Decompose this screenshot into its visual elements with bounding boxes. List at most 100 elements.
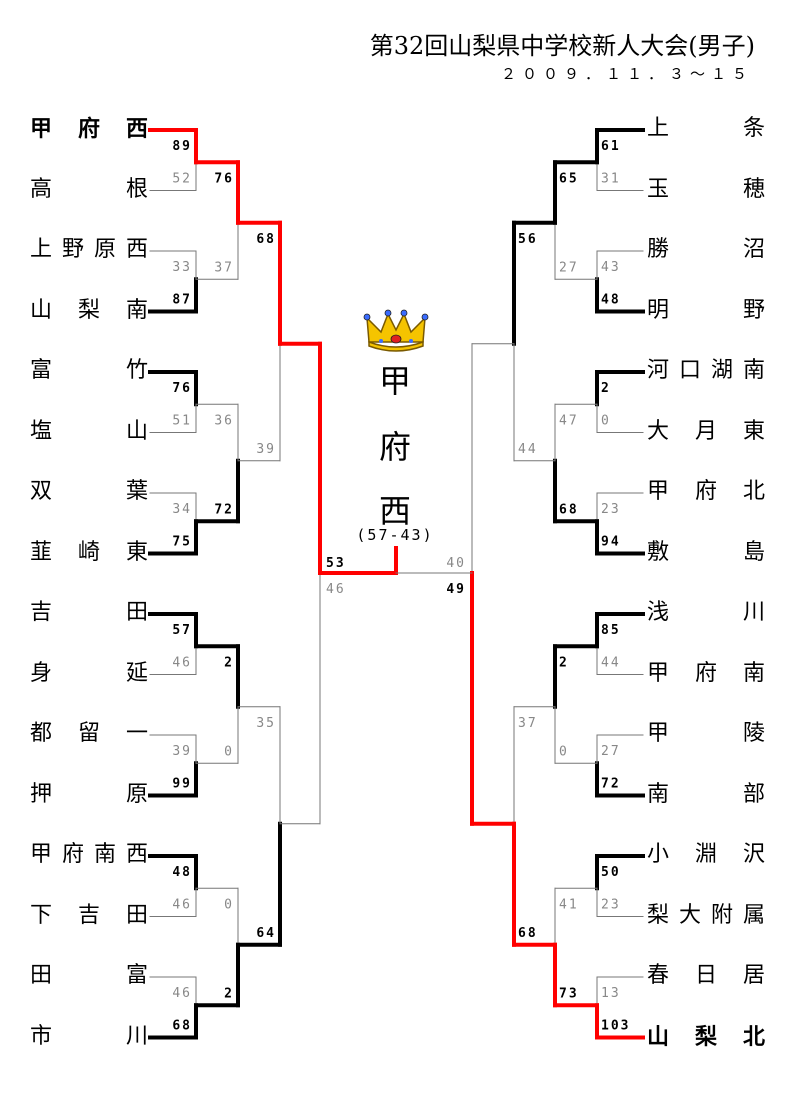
- right-team-15: 春日居: [647, 963, 765, 988]
- right-r1-m7-loser-score: 13: [601, 986, 621, 1001]
- left-r1-m4-winner-score: 57: [172, 623, 192, 638]
- left-team-8: 韮崎東: [30, 539, 148, 565]
- right-r2-m2-winner-score: 2: [559, 655, 569, 670]
- right-r1-m3-winner-score: 94: [601, 535, 621, 550]
- left-r1-m3-loser-score: 34: [172, 502, 192, 517]
- right-team-3: 勝沼: [647, 237, 765, 262]
- left-r1-m0-loser-score: 52: [172, 172, 192, 187]
- right-semi-loser-score: 40: [446, 556, 466, 571]
- left-team-6: 塩山: [30, 418, 148, 444]
- left-team-13: 甲府南西: [30, 842, 148, 867]
- tournament-date: ２００９．１１．３～１５: [500, 65, 753, 83]
- left-semi-winner-score: 53: [326, 556, 346, 571]
- right-team-13: 小淵沢: [647, 842, 765, 867]
- left-team-14: 下吉田: [30, 902, 148, 928]
- left-r2-m2-loser-score: 0: [224, 744, 234, 759]
- crown-icon: [363, 309, 429, 352]
- right-r1-m3-loser-score: 23: [601, 502, 621, 517]
- left-team-2: 高根: [30, 176, 148, 202]
- right-team-8: 敷島: [647, 539, 765, 565]
- right-r1-m6-loser-score: 23: [601, 898, 621, 913]
- right-r2-m0-loser-score: 27: [559, 260, 579, 275]
- left-team-7: 双葉: [30, 479, 148, 504]
- right-r1-m2-winner-score: 2: [601, 381, 611, 396]
- right-r1-m4-winner-score: 85: [601, 623, 621, 638]
- right-r3-m0-loser-score: 44: [518, 442, 538, 457]
- right-team-5: 河口湖南: [647, 358, 765, 383]
- left-r3-m0-loser-score: 39: [256, 442, 276, 457]
- right-team-14: 梨大附属: [647, 902, 765, 928]
- right-team-11: 甲陵: [647, 721, 765, 746]
- left-r1-m5-winner-score: 99: [172, 777, 192, 792]
- right-r1-m7-winner-score: 103: [601, 1019, 630, 1034]
- champion-char-2: 府: [378, 428, 411, 466]
- right-team-2: 玉穂: [647, 176, 765, 202]
- left-r1-m1-winner-score: 87: [172, 293, 192, 308]
- right-r2-m0-winner-score: 65: [559, 171, 579, 186]
- left-semi-loser-score: 46: [326, 582, 346, 597]
- right-r1-m6-winner-score: 50: [601, 865, 621, 880]
- left-team-5: 富竹: [30, 358, 148, 383]
- right-r1-m1-winner-score: 48: [601, 293, 621, 308]
- right-r1-m0-winner-score: 61: [601, 139, 621, 154]
- right-r1-m1-loser-score: 43: [601, 260, 621, 275]
- left-r1-m3-winner-score: 75: [172, 535, 192, 550]
- left-r1-m1-loser-score: 33: [172, 260, 192, 275]
- left-team-4: 山梨南: [30, 297, 148, 323]
- right-r1-m5-winner-score: 72: [601, 777, 621, 792]
- right-team-9: 浅川: [647, 600, 765, 625]
- right-r2-m1-loser-score: 47: [559, 413, 579, 428]
- left-team-10: 身延: [30, 660, 148, 686]
- left-team-16: 市川: [30, 1023, 148, 1049]
- right-r1-m0-loser-score: 31: [601, 172, 621, 187]
- left-r2-m3-loser-score: 0: [224, 897, 234, 912]
- left-r2-m2-winner-score: 2: [224, 655, 234, 670]
- right-team-1: 上条: [647, 116, 765, 141]
- left-r2-m0-winner-score: 76: [214, 171, 234, 186]
- right-r1-m2-loser-score: 0: [601, 414, 611, 429]
- page-title: 第32回山梨県中学校新人大会(男子): [369, 32, 755, 60]
- left-team-3: 上野原西: [30, 237, 148, 262]
- left-r2-m1-winner-score: 72: [214, 502, 234, 517]
- left-r2-m0-loser-score: 37: [214, 260, 234, 275]
- left-team-1: 甲府西: [30, 116, 148, 142]
- left-r1-m6-loser-score: 46: [172, 898, 192, 913]
- left-r1-m4-loser-score: 46: [172, 656, 192, 671]
- right-team-12: 南部: [647, 781, 765, 807]
- left-r1-m7-winner-score: 68: [172, 1019, 192, 1034]
- left-r3-m1-winner-score: 64: [256, 926, 276, 941]
- right-team-16: 山梨北: [647, 1023, 765, 1050]
- left-team-15: 田富: [30, 963, 148, 988]
- left-team-9: 吉田: [30, 600, 148, 625]
- right-team-6: 大月東: [647, 418, 765, 444]
- champion-char-3: 西: [378, 492, 411, 530]
- right-semi-winner-score: 49: [446, 582, 466, 597]
- left-r1-m5-loser-score: 39: [172, 744, 192, 759]
- champion-char-1: 甲: [378, 362, 411, 400]
- left-r1-m6-winner-score: 48: [172, 865, 192, 880]
- right-r1-m5-loser-score: 27: [601, 744, 621, 759]
- left-r3-m1-loser-score: 35: [256, 716, 276, 731]
- left-r1-m7-loser-score: 46: [172, 986, 192, 1001]
- right-r2-m1-winner-score: 68: [559, 502, 579, 517]
- left-r1-m2-winner-score: 76: [172, 381, 192, 396]
- right-r2-m2-loser-score: 0: [559, 744, 569, 759]
- left-r3-m0-winner-score: 68: [256, 232, 276, 247]
- right-r3-m1-loser-score: 37: [518, 716, 538, 731]
- right-r3-m1-winner-score: 68: [518, 926, 538, 941]
- left-r2-m1-loser-score: 36: [214, 413, 234, 428]
- right-team-10: 甲府南: [647, 660, 765, 686]
- left-team-12: 押原: [30, 781, 148, 807]
- left-team-11: 都留一: [30, 721, 148, 746]
- right-r1-m4-loser-score: 44: [601, 656, 621, 671]
- right-r3-m0-winner-score: 56: [518, 232, 538, 247]
- final-score: (57-43): [356, 526, 434, 544]
- right-r2-m3-winner-score: 73: [559, 986, 579, 1001]
- left-r1-m0-winner-score: 89: [172, 139, 192, 154]
- left-r1-m2-loser-score: 51: [172, 414, 192, 429]
- right-team-4: 明野: [647, 297, 765, 323]
- left-r2-m3-winner-score: 2: [224, 986, 234, 1001]
- right-r2-m3-loser-score: 41: [559, 897, 579, 912]
- right-team-7: 甲府北: [647, 479, 765, 504]
